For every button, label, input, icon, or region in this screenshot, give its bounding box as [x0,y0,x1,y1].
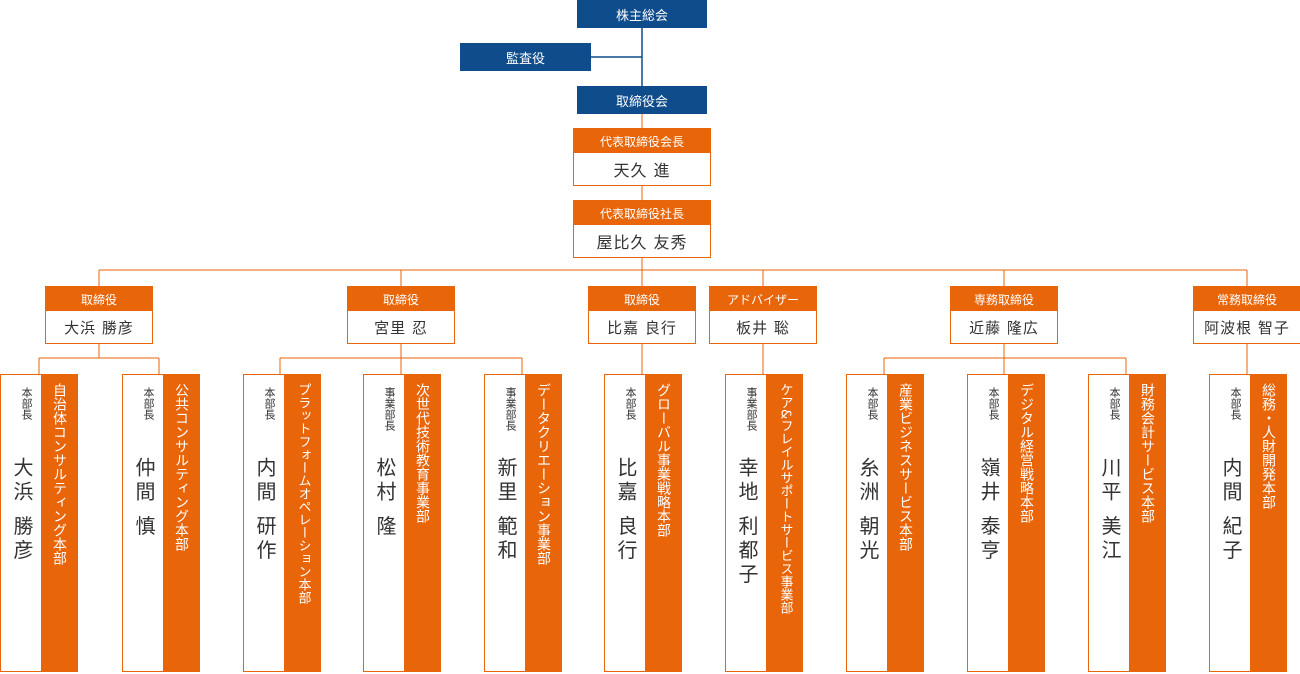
division-dept-name: 産業ビジネスサービス本部 [897,383,914,551]
division-dept-strip: デジタル経営戦略本部 [1008,375,1044,671]
manager-title: 常務取締役 [1194,287,1300,311]
division-dept-strip: プラットフォームオペレーション本部 [284,375,320,671]
manager-name: 板井 聡 [736,318,790,337]
division-role: 本部長 [142,387,155,420]
division-head-name: 内間 研作 [253,457,277,564]
division-dept-strip: 自治体コンサルティング本部 [41,375,77,671]
division-role: 本部長 [263,387,276,420]
division-dept-name: プラットフォームオペレーション本部 [295,383,311,604]
manager-box: アドバイザー 板井 聡 [709,286,817,344]
chairman-name: 天久 進 [613,161,671,180]
division-dept-name: ケア&フレイルサポートサービス事業部 [777,383,793,615]
division-head-name: 新里 範和 [494,457,518,564]
auditor-box: 監査役 [460,43,591,71]
manager-name: 大浜 勝彦 [64,318,134,337]
division-head-name: 大浜 勝彦 [10,457,34,564]
manager-box: 取締役 比嘉 良行 [588,286,696,344]
division-box: 本部長 嶺井 泰亨 デジタル経営戦略本部 [967,374,1045,672]
division-dept-name: データクリエーション事業部 [535,383,552,565]
division-box: 事業部長 新里 範和 データクリエーション事業部 [484,374,562,672]
division-role: 本部長 [1229,387,1242,420]
division-role: 本部長 [624,387,637,420]
chairman-box: 代表取締役会長 天久 進 [573,128,711,186]
division-dept-strip: グローバル事業戦略本部 [645,375,681,671]
division-head-name: 松村 隆 [373,457,397,540]
division-dept-strip: 産業ビジネスサービス本部 [887,375,923,671]
division-box: 事業部長 松村 隆 次世代技術教育事業部 [363,374,441,672]
division-head-name: 幸地 利都子 [735,457,759,588]
division-role: 事業部長 [745,387,758,431]
division-role: 事業部長 [504,387,517,431]
division-box: 本部長 大浜 勝彦 自治体コンサルティング本部 [0,374,78,672]
division-dept-name: グローバル事業戦略本部 [655,383,672,537]
division-dept-name: 総務・人財開発本部 [1260,383,1277,509]
division-box: 本部長 比嘉 良行 グローバル事業戦略本部 [604,374,682,672]
division-head-name: 内間 紀子 [1219,457,1243,564]
manager-box: 専務取締役 近藤 隆広 [950,286,1058,344]
division-head-name: 川平 美江 [1098,457,1122,564]
division-dept-strip: ケア&フレイルサポートサービス事業部 [766,375,802,671]
division-dept-name: デジタル経営戦略本部 [1018,383,1035,523]
division-head-name: 比嘉 良行 [614,457,638,564]
division-dept-strip: 公共コンサルティング本部 [163,375,199,671]
division-box: 本部長 内間 研作 プラットフォームオペレーション本部 [243,374,321,672]
division-dept-strip: 総務・人財開発本部 [1250,375,1286,671]
chairman-title: 代表取締役会長 [574,129,710,153]
president-name: 屋比久 友秀 [596,233,688,252]
division-dept-name: 次世代技術教育事業部 [414,383,431,523]
manager-title: 取締役 [348,287,454,311]
division-dept-name: 自治体コンサルティング本部 [51,383,68,565]
division-box: 本部長 糸洲 朝光 産業ビジネスサービス本部 [846,374,924,672]
president-title: 代表取締役社長 [574,201,710,225]
division-dept-strip: 次世代技術教育事業部 [404,375,440,671]
division-box: 本部長 内間 紀子 総務・人財開発本部 [1209,374,1287,672]
division-box: 本部長 仲間 慎 公共コンサルティング本部 [122,374,200,672]
manager-name: 近藤 隆広 [969,318,1039,337]
division-head-name: 仲間 慎 [132,457,156,540]
division-role: 本部長 [20,387,33,420]
manager-box: 取締役 大浜 勝彦 [45,286,153,344]
manager-name: 宮里 忍 [374,318,428,337]
manager-name: 阿波根 智子 [1204,318,1290,337]
division-head-name: 糸洲 朝光 [856,457,880,564]
manager-name: 比嘉 良行 [607,318,677,337]
division-role: 事業部長 [383,387,396,431]
manager-title: 取締役 [46,287,152,311]
manager-box: 常務取締役 阿波根 智子 [1193,286,1300,344]
president-box: 代表取締役社長 屋比久 友秀 [573,200,711,258]
shareholders-meeting-box: 株主総会 [577,0,707,28]
division-role: 本部長 [987,387,1000,420]
division-head-name: 嶺井 泰亨 [977,457,1001,564]
manager-title: 取締役 [589,287,695,311]
division-dept-name: 財務会計サービス本部 [1139,383,1156,523]
division-box: 本部長 川平 美江 財務会計サービス本部 [1088,374,1166,672]
manager-title: アドバイザー [710,287,816,311]
board-of-directors-box: 取締役会 [577,86,707,114]
division-role: 本部長 [866,387,879,420]
division-role: 本部長 [1108,387,1121,420]
division-box: 事業部長 幸地 利都子 ケア&フレイルサポートサービス事業部 [725,374,803,672]
division-dept-name: 公共コンサルティング本部 [173,383,190,551]
manager-title: 専務取締役 [951,287,1057,311]
manager-box: 取締役 宮里 忍 [347,286,455,344]
division-dept-strip: 財務会計サービス本部 [1129,375,1165,671]
division-dept-strip: データクリエーション事業部 [525,375,561,671]
